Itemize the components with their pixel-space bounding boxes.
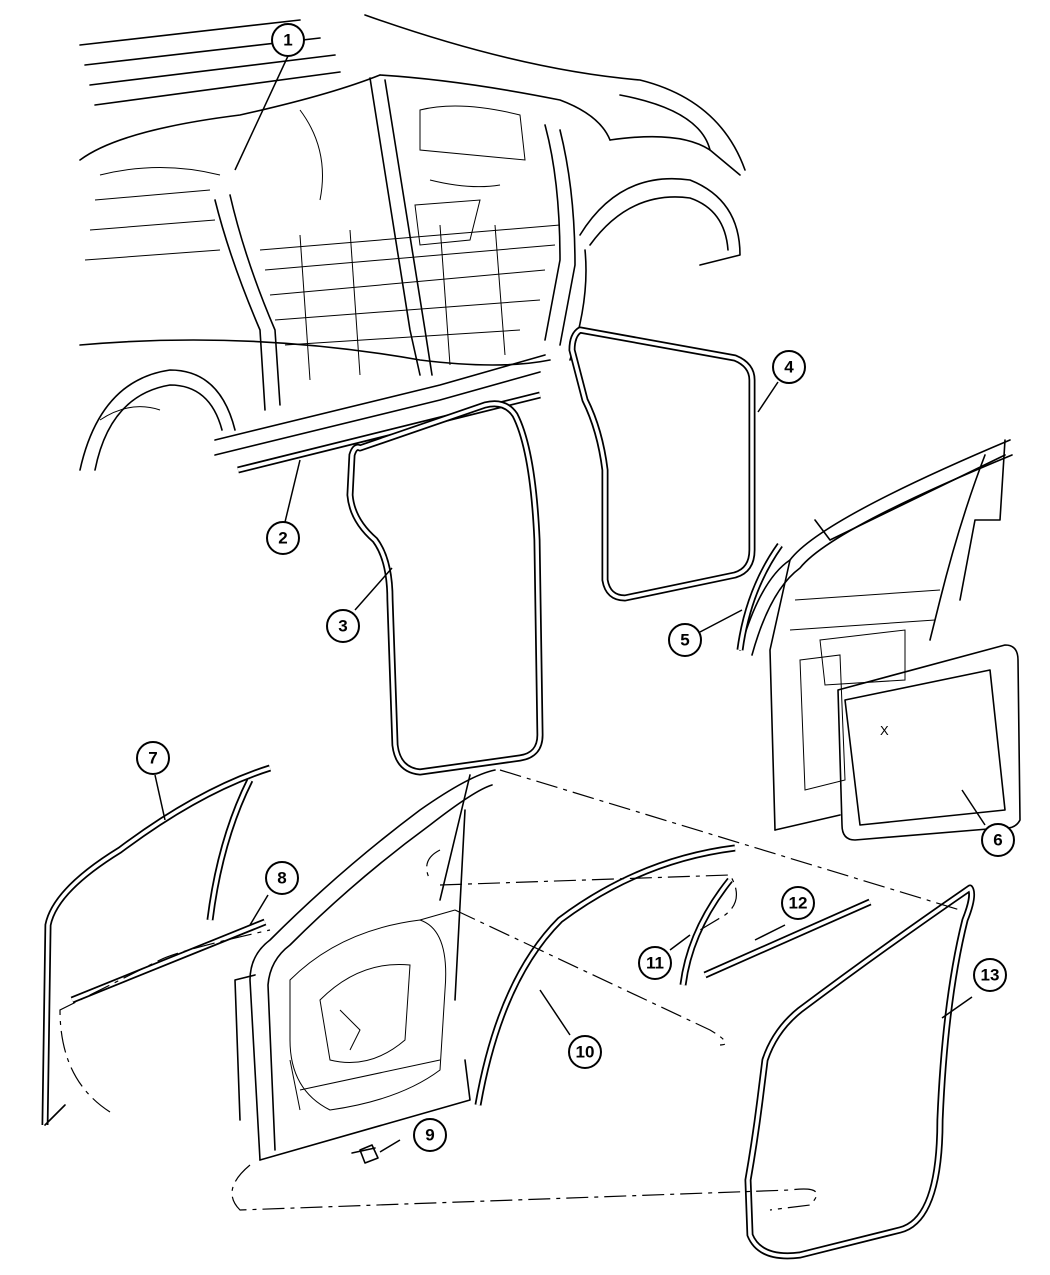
door-push-pin-retainer bbox=[351, 1144, 379, 1164]
svg-text:4: 4 bbox=[784, 358, 794, 377]
belt-weatherstrip-outer bbox=[703, 898, 872, 979]
svg-text:7: 7 bbox=[148, 749, 157, 768]
front-door-opening-weatherstrip bbox=[568, 326, 756, 602]
b-pillar-applique-seal bbox=[679, 877, 733, 986]
callout-1: 1 bbox=[271, 23, 305, 57]
door-watershield: X bbox=[837, 644, 1021, 841]
svg-text:2: 2 bbox=[278, 529, 287, 548]
svg-text:3: 3 bbox=[338, 617, 347, 636]
callout-11: 11 bbox=[638, 946, 672, 980]
front-door-inner-panel bbox=[234, 769, 496, 1161]
callout-9: 9 bbox=[413, 1118, 447, 1152]
watershield-marker-label: X bbox=[880, 723, 889, 738]
callout-2: 2 bbox=[266, 521, 300, 555]
callout-6: 6 bbox=[981, 823, 1015, 857]
door-glass-run-channel bbox=[736, 542, 783, 651]
door-glass-run-frame bbox=[41, 764, 272, 1126]
svg-text:6: 6 bbox=[993, 831, 1002, 850]
svg-text:13: 13 bbox=[981, 966, 1000, 985]
dashed-group-outlines bbox=[59, 769, 961, 1211]
rear-door-opening-weatherstrip bbox=[346, 400, 544, 776]
callout-10: 10 bbox=[568, 1035, 602, 1069]
svg-text:5: 5 bbox=[680, 631, 689, 650]
belt-weatherstrip-inner bbox=[70, 918, 267, 1004]
svg-text:12: 12 bbox=[789, 894, 808, 913]
svg-text:9: 9 bbox=[425, 1126, 434, 1145]
callout-12: 12 bbox=[781, 886, 815, 920]
door-frame-weatherstrip bbox=[474, 844, 736, 1106]
callout-4: 4 bbox=[772, 350, 806, 384]
svg-text:8: 8 bbox=[277, 869, 286, 888]
svg-text:1: 1 bbox=[283, 31, 292, 50]
front-door-weatherstrip bbox=[744, 884, 976, 1260]
callout-13: 13 bbox=[973, 958, 1007, 992]
callout-5: 5 bbox=[668, 623, 702, 657]
callout-7: 7 bbox=[136, 741, 170, 775]
leader-lines bbox=[154, 55, 986, 1153]
callout-3: 3 bbox=[326, 609, 360, 643]
svg-text:10: 10 bbox=[576, 1043, 595, 1062]
front-door-shell bbox=[739, 439, 1013, 831]
svg-text:11: 11 bbox=[646, 954, 664, 973]
vehicle-body-shell bbox=[79, 14, 746, 471]
callout-8: 8 bbox=[265, 861, 299, 895]
